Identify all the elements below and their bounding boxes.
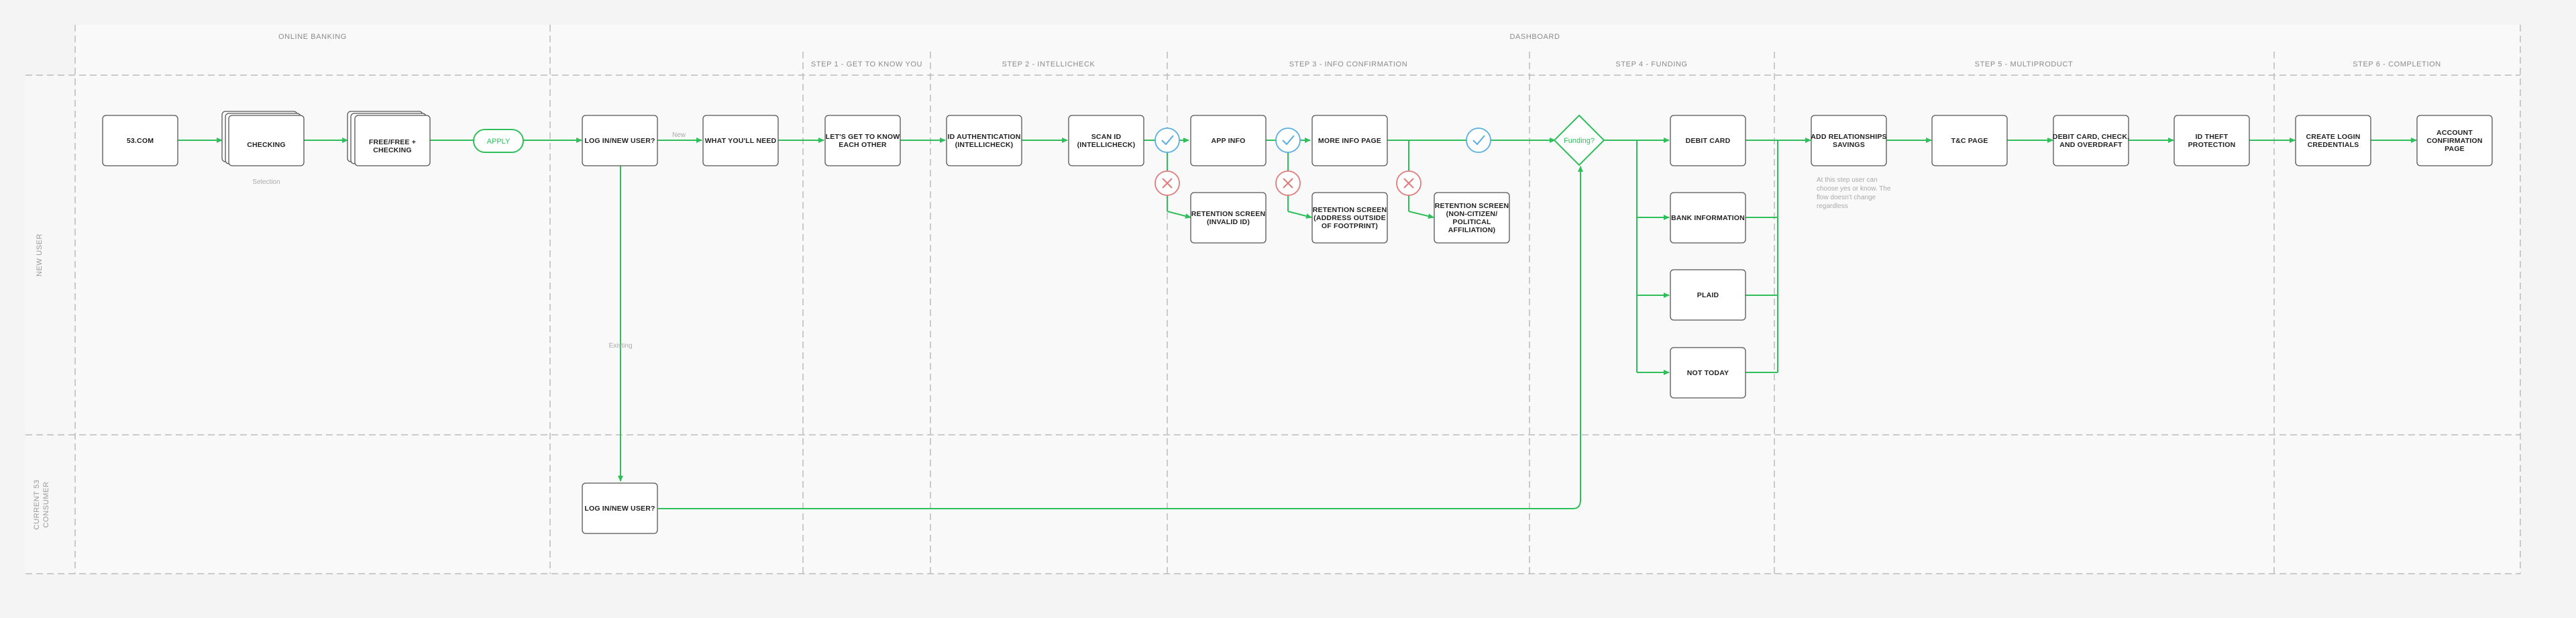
node-bank-information[interactable]: BANK INFORMATION — [1670, 192, 1746, 244]
node-free-checking[interactable]: FREE/FREE + CHECKING — [347, 111, 431, 166]
node-login-label: LOG IN/NEW USER? — [584, 137, 655, 145]
node-plaid[interactable]: PLAID — [1670, 269, 1746, 321]
header-step3: STEP 3 - INFO CONFIRMATION — [1289, 60, 1408, 68]
node-retention-address[interactable]: RETENTION SCREEN (ADDRESS OUTSIDE OF FOO… — [1311, 192, 1388, 244]
apply-label: APPLY — [487, 138, 511, 146]
node-plaid-label: PLAID — [1697, 291, 1719, 299]
node-more-info[interactable]: MORE INFO PAGE — [1311, 115, 1388, 166]
node-retention-address-label-1: RETENTION SCREEN — [1313, 206, 1387, 214]
header-step5: STEP 5 - MULTIPRODUCT — [1975, 60, 2074, 68]
node-what-youll-need[interactable]: WHAT YOU'LL NEED — [702, 115, 779, 166]
node-scan-id[interactable]: SCAN ID (INTELLICHECK) — [1068, 115, 1144, 166]
node-checking-label: CHECKING — [247, 141, 286, 149]
node-app-info-label: APP INFO — [1212, 137, 1246, 145]
node-retention-address-label-2: (ADDRESS OUTSIDE — [1313, 214, 1386, 222]
node-retention-address-label-3: OF FOOTPRINT) — [1322, 222, 1378, 230]
node-create-login[interactable]: CREATE LOGIN CREDENTIALS — [2295, 115, 2371, 166]
node-debit-check-overdraft-label-2: AND OVERDRAFT — [2059, 141, 2123, 149]
node-retention-non-citizen-label-2: (NON-CITIZEN/ — [1446, 210, 1498, 218]
multiproduct-note-2: choose yes or know. The — [1817, 185, 1891, 193]
header-online-banking: ONLINE BANKING — [278, 33, 347, 41]
node-not-today-label: NOT TODAY — [1687, 369, 1729, 377]
node-login-existing-label: LOG IN/NEW USER? — [584, 505, 655, 513]
node-tc-page[interactable]: T&C PAGE — [1931, 115, 2008, 166]
online-banking-panel — [75, 25, 550, 574]
node-add-relationships[interactable]: ADD RELATIONSHIPS SAVINGS — [1811, 115, 1887, 166]
close-icon-more-info — [1396, 170, 1421, 196]
node-debit-card-label: DEBIT CARD — [1686, 137, 1731, 145]
existing-note: Existing — [608, 342, 632, 350]
node-get-to-know-label-2: EACH OTHER — [839, 141, 887, 149]
node-more-info-label: MORE INFO PAGE — [1318, 137, 1381, 145]
node-retention-non-citizen-label-3: POLITICAL — [1452, 218, 1491, 226]
node-create-login-label-2: CREDENTIALS — [2308, 141, 2359, 149]
node-debit-card[interactable]: DEBIT CARD — [1670, 115, 1746, 166]
close-icon-app-info — [1275, 170, 1301, 196]
node-id-theft-protection[interactable]: ID THEFT PROTECTION — [2174, 115, 2250, 166]
node-account-confirmation[interactable]: ACCOUNT CONFIRMATION PAGE — [2416, 115, 2493, 166]
node-add-relationships-label-2: SAVINGS — [1833, 141, 1865, 149]
node-scan-id-label-2: (INTELLICHECK) — [1077, 141, 1136, 149]
node-bank-information-label: BANK INFORMATION — [1671, 214, 1745, 222]
node-login-existing[interactable]: LOG IN/NEW USER? — [582, 482, 658, 534]
selection-note: Selection — [252, 178, 280, 186]
node-id-authentication-label-1: ID AUTHENTICATION — [948, 133, 1021, 141]
funding-decision[interactable]: Funding? — [1553, 114, 1605, 166]
new-note: New — [672, 132, 686, 139]
apply-button[interactable]: APPLY — [473, 129, 524, 153]
node-debit-check-overdraft[interactable]: DEBIT CARD, CHECK, AND OVERDRAFT — [2053, 115, 2129, 166]
node-not-today[interactable]: NOT TODAY — [1670, 347, 1746, 399]
close-icon-intellicheck — [1155, 170, 1180, 196]
node-what-youll-need-label: WHAT YOU'LL NEED — [705, 137, 777, 145]
node-id-theft-protection-label-2: PROTECTION — [2188, 141, 2236, 149]
node-scan-id-label-1: SCAN ID — [1091, 133, 1122, 141]
lane-new-user: NEW USER — [36, 234, 44, 276]
check-icon-intellicheck — [1155, 127, 1180, 153]
dashboard-panel — [550, 25, 2520, 574]
header-step6: STEP 6 - COMPLETION — [2353, 60, 2441, 68]
multiproduct-note-4: regardless — [1817, 203, 1848, 210]
node-login[interactable]: LOG IN/NEW USER? — [582, 115, 658, 166]
node-retention-invalid-id[interactable]: RETENTION SCREEN (INVALID ID) — [1190, 192, 1267, 244]
lane-current-consumer-line1: CURRENT 53 — [33, 480, 41, 530]
node-add-relationships-label-1: ADD RELATIONSHIPS — [1811, 133, 1886, 141]
node-retention-non-citizen[interactable]: RETENTION SCREEN (NON-CITIZEN/ POLITICAL… — [1434, 192, 1510, 244]
grid-lines — [25, 25, 2521, 574]
header-step4: STEP 4 - FUNDING — [1615, 60, 1687, 68]
node-app-info[interactable]: APP INFO — [1190, 115, 1267, 166]
node-retention-non-citizen-label-1: RETENTION SCREEN — [1435, 202, 1509, 210]
check-icon-app-info — [1275, 127, 1301, 153]
node-account-confirmation-label-3: PAGE — [2445, 145, 2465, 153]
funding-decision-label: Funding? — [1564, 137, 1595, 145]
node-id-authentication-label-2: (INTELLICHECK) — [955, 141, 1014, 149]
node-tc-page-label: T&C PAGE — [1951, 137, 1988, 145]
header-dashboard: DASHBOARD — [1509, 33, 1560, 41]
node-create-login-label-1: CREATE LOGIN — [2306, 133, 2361, 141]
flow-connectors — [178, 138, 2417, 509]
node-retention-invalid-id-label-1: RETENTION SCREEN — [1191, 210, 1266, 218]
header-step2: STEP 2 - INTELLICHECK — [1002, 60, 1095, 68]
node-get-to-know-label-1: LET'S GET TO KNOW — [826, 133, 900, 141]
node-retention-non-citizen-label-4: AFFILIATION) — [1448, 226, 1495, 234]
check-icon-more-info — [1466, 127, 1491, 153]
multiproduct-note-1: At this step user can — [1817, 176, 1878, 184]
node-checking[interactable]: CHECKING — [221, 111, 305, 166]
node-free-checking-label-2: CHECKING — [373, 146, 412, 154]
node-debit-check-overdraft-label-1: DEBIT CARD, CHECK, — [2053, 133, 2129, 141]
multiproduct-note-3: flow doesn't change — [1817, 194, 1876, 201]
node-retention-invalid-id-label-2: (INVALID ID) — [1207, 218, 1250, 226]
node-get-to-know[interactable]: LET'S GET TO KNOW EACH OTHER — [824, 115, 901, 166]
node-id-authentication[interactable]: ID AUTHENTICATION (INTELLICHECK) — [946, 115, 1022, 166]
node-53com[interactable]: 53.COM — [102, 115, 178, 166]
node-account-confirmation-label-2: CONFIRMATION — [2426, 137, 2482, 145]
lane-label-column — [25, 75, 75, 574]
lane-current-consumer-line2: CONSUMER — [42, 482, 50, 528]
node-53com-label: 53.COM — [127, 137, 154, 145]
node-id-theft-protection-label-1: ID THEFT — [2196, 133, 2229, 141]
node-free-checking-label-1: FREE/FREE + — [369, 138, 416, 146]
node-account-confirmation-label-1: ACCOUNT — [2436, 129, 2473, 137]
header-step1: STEP 1 - GET TO KNOW YOU — [811, 60, 922, 68]
